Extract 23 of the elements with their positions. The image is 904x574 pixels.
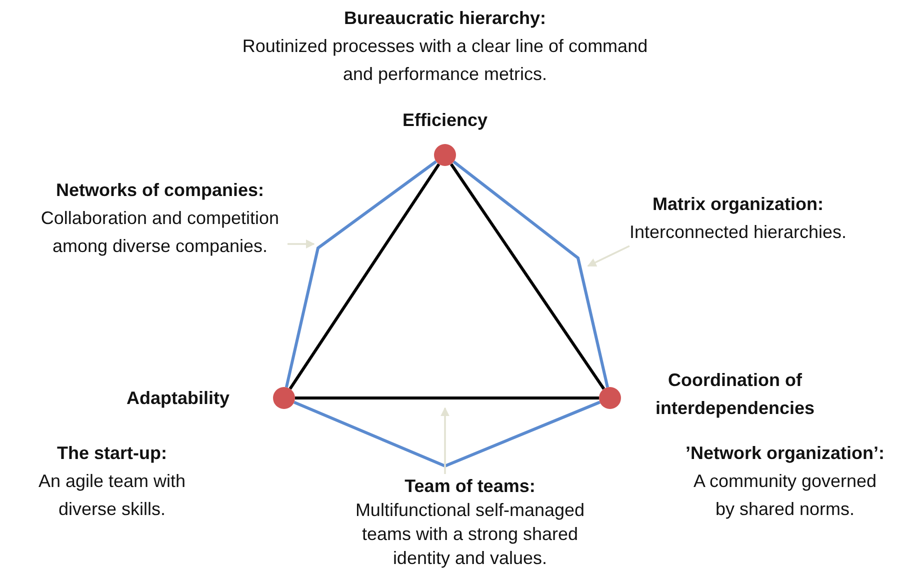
model-heading: Networks of companies: — [56, 179, 264, 202]
model-heading: Team of teams: — [404, 475, 536, 498]
model-heading: Matrix organization: — [652, 193, 824, 216]
leader-arrow — [288, 240, 315, 248]
leader-arrow — [587, 245, 630, 267]
model-description: An agile team with diverse skills. — [37, 470, 187, 521]
model-description: Routinized processes with a clear line of command and performance metrics. — [241, 35, 649, 86]
model-heading: The start-up: — [57, 442, 167, 465]
connector-line — [295, 396, 599, 400]
model-description: Collaboration and competition among diverse companies. — [40, 207, 280, 258]
vertex-dot — [434, 144, 456, 166]
vertex-label: Efficiency — [401, 109, 489, 132]
leader-arrow — [440, 407, 450, 474]
vertex-dot — [273, 387, 295, 409]
model-description: Interconnected hierarchies. — [629, 221, 847, 244]
model-description: Multifunctional self-managed teams with a strong shared identity and values. — [354, 499, 586, 570]
model-description: A community governed by shared norms. — [692, 470, 878, 521]
model-heading: ’Network organization’: — [686, 442, 884, 465]
connector-line — [294, 400, 600, 468]
vertex-label: Adaptability — [125, 387, 230, 410]
vertex-dot — [599, 387, 621, 409]
vertex-label: Coordination of interdependencies — [654, 369, 816, 420]
model-heading: Bureaucratic hierarchy: — [344, 7, 546, 30]
